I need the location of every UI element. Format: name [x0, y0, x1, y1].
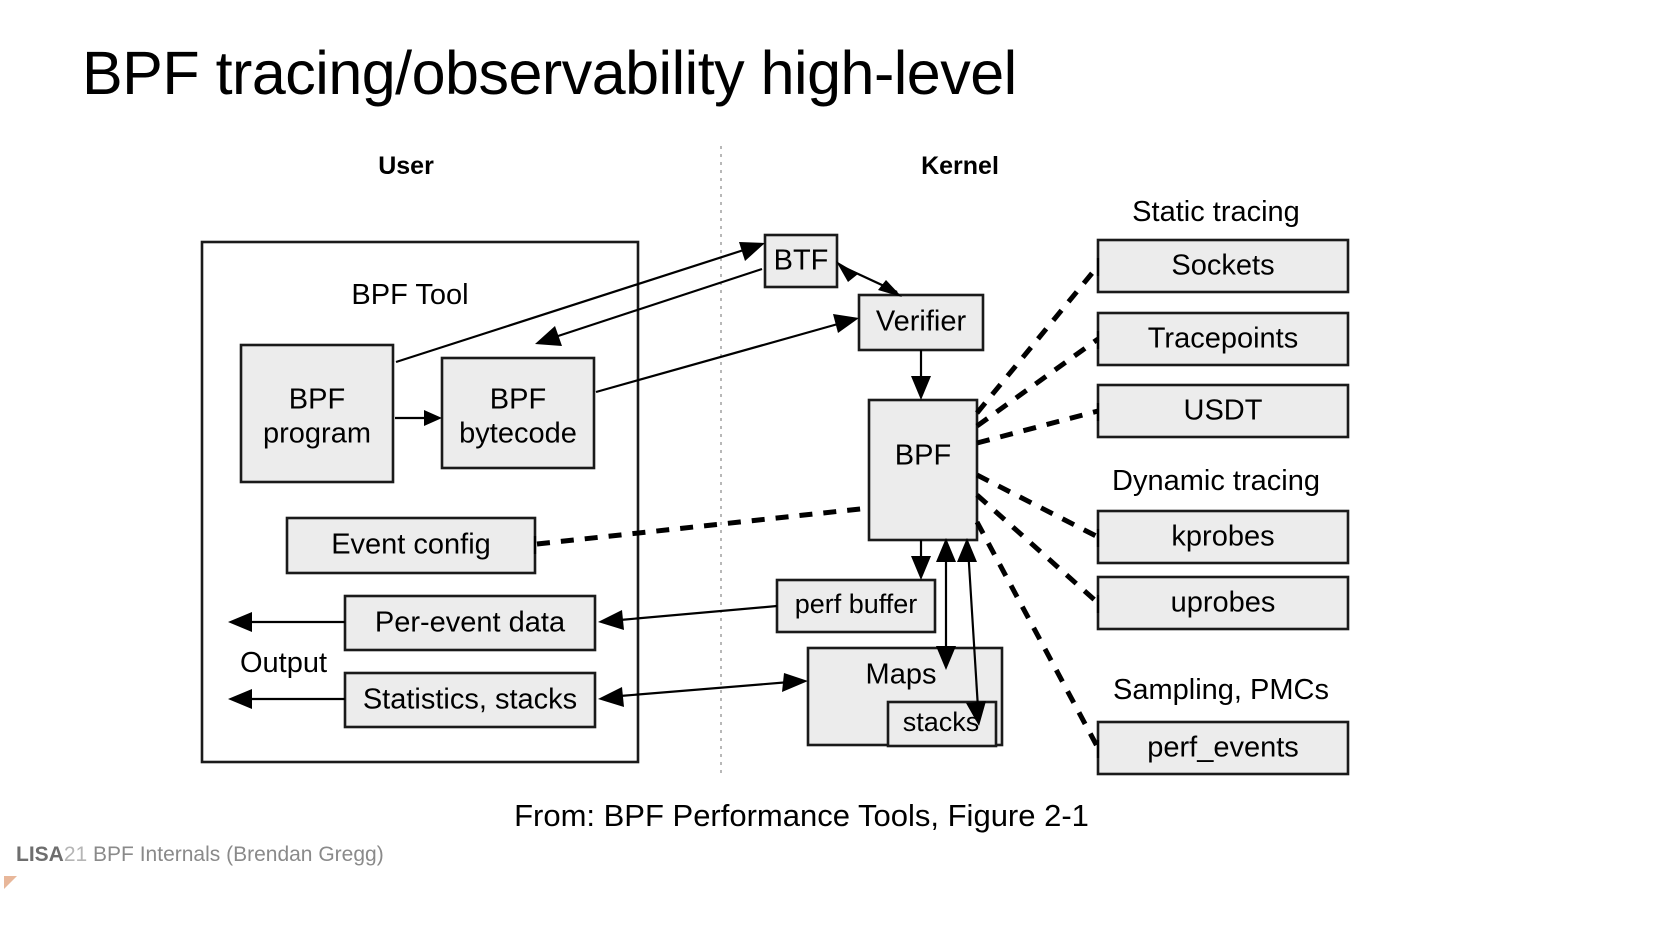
dashed-bpf-to-usdt [976, 408, 1099, 446]
box-stacks-label: stacks [903, 707, 980, 737]
column-header-user: User [378, 152, 434, 180]
arrow-bytecode-to-verifier [595, 320, 846, 394]
dashed-event-config-to-bpf [536, 505, 870, 547]
dashed-bpf-to-uprobes [975, 493, 1100, 605]
column-header-kernel: Kernel [921, 152, 999, 180]
bpf-architecture-diagram: User Kernel BPF Tool BPF program BPF byt… [200, 146, 1350, 778]
bpf-tool-label: BPF Tool [351, 279, 468, 311]
arrowhead-program-to-bytecode [424, 410, 442, 426]
box-bpf-program-label-1: BPF [289, 384, 345, 416]
arrowhead-bpf-to-stacks [966, 701, 986, 726]
arrowhead-stacks-to-bpf [957, 538, 977, 562]
box-bpf-label: BPF [895, 440, 951, 472]
box-usdt[interactable] [1096, 383, 1350, 439]
box-maps-label: Maps [866, 659, 937, 691]
figure-caption-text: From: BPF Performance Tools, Figure 2-1 [514, 798, 1089, 833]
arrowhead-bpf-to-perf-buffer [911, 556, 931, 580]
arrowhead-maps-to-bpf [936, 538, 956, 562]
box-perf-buffer-label: perf buffer [795, 589, 918, 619]
page-title: BPF tracing/observability high-level [82, 39, 1017, 107]
box-statistics-stacks-label: Statistics, stacks [363, 684, 577, 716]
arrow-btf-to-bytecode [551, 267, 763, 340]
box-btf-label: BTF [774, 245, 829, 277]
arrow-tool-to-btf [395, 246, 751, 364]
box-perf-buffer[interactable] [775, 578, 937, 634]
box-event-config-label: Event config [331, 529, 491, 561]
arrowhead-bytecode-to-verifier [833, 314, 859, 333]
box-uprobes-label: uprobes [1171, 587, 1276, 619]
box-per-event-data[interactable] [343, 594, 597, 652]
arrowhead-verifier-to-bpf [911, 376, 931, 400]
arrowhead-bpf-to-maps [936, 646, 956, 670]
box-event-config[interactable] [285, 516, 537, 575]
box-sockets[interactable] [1096, 238, 1350, 294]
line-bpf-stacks [966, 547, 980, 709]
box-bpf-program[interactable] [239, 343, 395, 484]
box-bpf-program-label-2: program [263, 418, 371, 450]
arrowhead-statistics-to-maps [782, 673, 808, 692]
group-label-static-tracing: Static tracing [1132, 196, 1300, 228]
footer-year: 21 [63, 843, 88, 866]
box-bpf-bytecode-label-1: BPF [490, 384, 546, 416]
arrowhead-statistics-out [228, 689, 252, 709]
arrowhead-perf-buffer-to-per-event [598, 610, 624, 630]
box-per-event-data-label: Per-event data [375, 607, 566, 639]
group-label-sampling-pmcs: Sampling, PMCs [1113, 674, 1329, 706]
dashed-bpf-to-kprobes [975, 472, 1100, 540]
footer-subtitle: BPF Internals (Brendan Gregg) [93, 843, 384, 866]
box-bpf[interactable] [867, 398, 979, 542]
arrowhead-btf-to-verifier [878, 280, 902, 297]
box-perf-events-label: perf_events [1147, 732, 1299, 764]
corner-triangle-mark [4, 876, 17, 889]
box-sockets-label: Sockets [1171, 250, 1274, 282]
box-bpf-bytecode-label-2: bytecode [459, 418, 577, 450]
box-btf[interactable] [763, 233, 839, 289]
box-kprobes-label: kprobes [1171, 521, 1274, 553]
dashed-bpf-to-tracepoints [975, 336, 1100, 429]
arrow-perf-buffer-to-per-event [619, 604, 778, 622]
footer-brand: LISA [16, 843, 64, 866]
dashed-bpf-to-perf-events [974, 520, 1101, 750]
dashed-bpf-to-sockets [975, 264, 1100, 415]
arrowhead-per-event-out [228, 612, 252, 632]
box-kprobes[interactable] [1096, 509, 1350, 565]
arrowhead-btf-to-bytecode [535, 326, 562, 346]
box-bpf-bytecode[interactable] [440, 356, 596, 470]
box-uprobes[interactable] [1096, 575, 1350, 631]
output-label: Output [240, 647, 327, 679]
slide-footer: LISA21 BPF Internals (Brendan Gregg) [16, 843, 384, 867]
bpf-tool-container [200, 240, 640, 764]
box-tracepoints[interactable] [1096, 311, 1350, 367]
box-usdt-label: USDT [1184, 395, 1263, 427]
box-tracepoints-label: Tracepoints [1148, 323, 1298, 355]
arrowhead-tool-to-btf [739, 242, 765, 261]
arrowhead-verifier-to-btf [836, 261, 858, 282]
group-label-dynamic-tracing: Dynamic tracing [1112, 465, 1320, 497]
arrowhead-maps-to-statistics [598, 687, 624, 707]
figure-caption: From: BPF Performance Tools, Figure 2-1 [0, 798, 1653, 834]
box-verifier-label: Verifier [876, 306, 967, 338]
line-maps-to-statistics [619, 680, 791, 698]
